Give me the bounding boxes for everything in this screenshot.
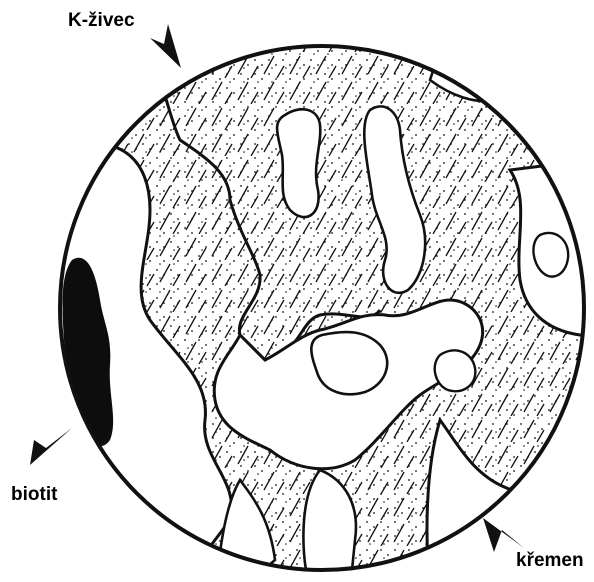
arrowhead-icon-k-zivec xyxy=(150,24,181,68)
arrowhead-icon-kremen xyxy=(483,518,524,552)
label-biotit: biotit xyxy=(11,485,57,504)
arrowhead-icon-biotit xyxy=(30,428,72,465)
label-k-zivec: K-živec xyxy=(68,11,135,30)
mineral-grains xyxy=(40,30,594,577)
label-kremen: křemen xyxy=(516,551,584,570)
quartz-grain-small-right xyxy=(435,350,476,391)
